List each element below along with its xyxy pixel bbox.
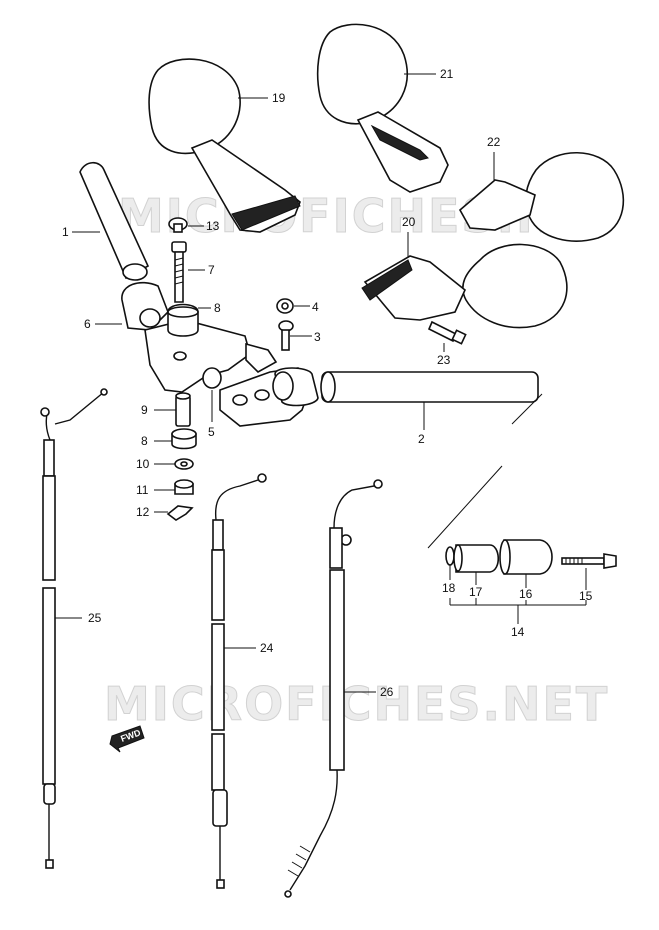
screw-15	[561, 553, 617, 569]
clip-12	[166, 505, 194, 521]
callout-2: 2	[418, 432, 425, 446]
callout-23: 23	[437, 353, 451, 367]
fwd-arrow-icon: FWD	[109, 725, 145, 753]
callout-26: 26	[380, 685, 394, 699]
cable-26	[284, 479, 383, 898]
mirror-21	[316, 23, 449, 193]
mirror-22	[458, 152, 625, 242]
handlebar-right-2	[219, 367, 539, 427]
weight-17	[453, 544, 500, 573]
damper-8-top	[167, 303, 199, 337]
bolt-7	[171, 241, 187, 303]
handlebar-left-1	[79, 161, 150, 281]
callout-10: 10	[136, 457, 150, 471]
callout-5: 5	[208, 425, 215, 439]
callout-1: 1	[62, 225, 69, 239]
callout-4: 4	[312, 300, 319, 314]
washer-18	[445, 546, 455, 566]
callout-18: 18	[442, 581, 456, 595]
callout-8-bottom: 8	[141, 434, 148, 448]
callout-7: 7	[208, 263, 215, 277]
callout-6: 6	[84, 317, 91, 331]
callout-21: 21	[440, 67, 454, 81]
nut-11	[174, 479, 194, 495]
callout-3: 3	[314, 330, 321, 344]
cable-25	[40, 388, 108, 869]
mirror-20	[361, 243, 568, 329]
callout-8-top: 8	[214, 301, 221, 315]
weight-16	[499, 539, 553, 575]
callout-17: 17	[469, 585, 483, 599]
callout-12: 12	[136, 505, 150, 519]
washer-10	[174, 458, 194, 470]
screw-13	[168, 217, 188, 233]
bolt-23	[427, 320, 467, 345]
callout-9: 9	[141, 403, 148, 417]
spacer-9	[175, 392, 191, 427]
nut-4	[276, 298, 294, 314]
callout-13: 13	[206, 219, 220, 233]
nut-5	[202, 367, 222, 389]
callout-16: 16	[519, 587, 533, 601]
callout-labels: 1 2 3 4 5 6 7 8 8 9 10 11 12 13 14 15 16…	[62, 67, 593, 699]
damper-8-bottom	[171, 428, 197, 450]
callout-25: 25	[88, 611, 102, 625]
callout-19: 19	[272, 91, 286, 105]
leader-lines	[55, 73, 587, 693]
callout-22: 22	[487, 135, 501, 149]
callout-20: 20	[402, 215, 416, 229]
callout-24: 24	[260, 641, 274, 655]
bolt-3	[278, 320, 294, 351]
clamp-bracket-6	[121, 281, 278, 393]
watermark-bottom: MICROFICHES.NET	[104, 677, 609, 731]
callout-14: 14	[511, 625, 525, 639]
callout-15: 15	[579, 589, 593, 603]
mirror-19	[148, 58, 301, 233]
cable-24	[211, 473, 267, 889]
callout-11: 11	[136, 483, 149, 497]
